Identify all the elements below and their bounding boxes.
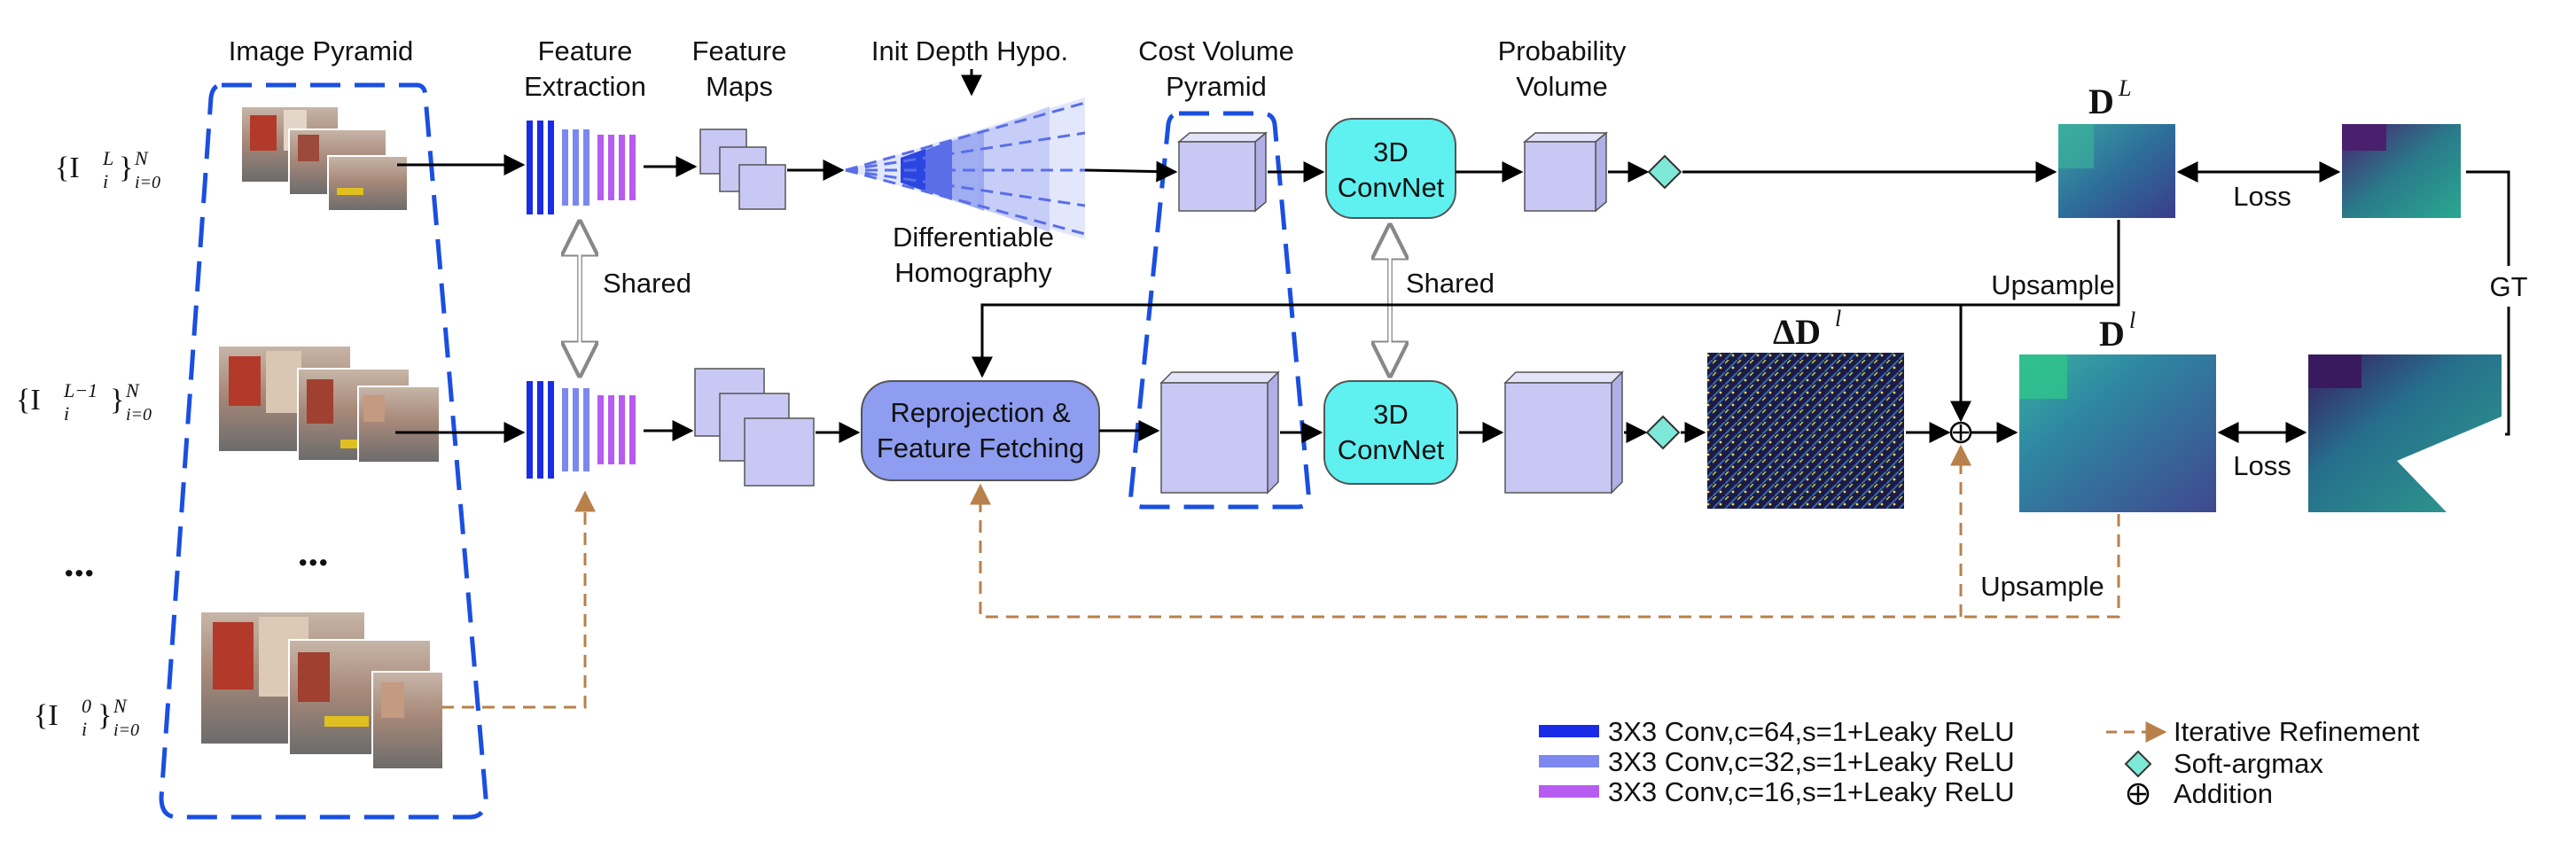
svg-text:}: } [110,384,124,417]
probability-volume-label-2: Volume [1516,71,1607,102]
depth-Dl-sup: l [2129,308,2135,333]
svg-text:N: N [113,695,128,717]
svg-text:{I: {I [16,384,41,417]
svg-text:i=0: i=0 [126,405,152,424]
residual-depth-sup: l [1835,306,1841,331]
probability-volume-top [1522,131,1609,213]
soft-argmax-diamond-icon-bottom [1645,415,1681,450]
shared-label-left: Shared [603,268,691,299]
svg-text:}: } [119,152,133,184]
legend-swatch-conv64 [1539,725,1599,737]
svg-text:Feature Fetching: Feature Fetching [877,432,1084,463]
addition-circled-plus-icon [1949,421,1972,444]
image-stack-level-0 [199,611,444,770]
shared-label-right: Shared [1406,268,1495,299]
image-stack-level-L [240,105,409,212]
depth-DL-label: D [2088,82,2114,121]
legend-circled-plus-icon [2127,783,2150,806]
iterative-refinement-arrows [441,444,2120,709]
svg-text:ConvNet: ConvNet [1338,434,1445,465]
feature-maps-bottom [694,368,815,487]
convnet-3d-top: 3D ConvNet [1325,118,1456,219]
input-level-0-label: {I 0 i } N i=0 [34,695,139,740]
feature-extractor-bottom [527,381,636,479]
input-level-L-minus-1-label: {I L−1 i } N i=0 [16,379,152,424]
upsample-label-bottom: Upsample [1980,571,2104,602]
depth-Dl-label: D [2099,314,2125,354]
cost-volume-dashed-outline [1128,111,1311,510]
probability-volume-label-1: Probability [1498,35,1627,66]
ellipsis-left: ... [64,540,95,585]
cost-volume-label-1: Cost Volume [1138,35,1294,66]
convnet-3d-bottom: 3D ConvNet [1323,380,1458,485]
init-depth-hypo-label: Init Depth Hypo. [871,35,1068,66]
legend-conv64: 3X3 Conv,c=64,s=1+Leaky ReLU [1608,716,2015,747]
image-pyramid-dashed-outline [159,82,488,820]
legend: 3X3 Conv,c=64,s=1+Leaky ReLU 3X3 Conv,c=… [1539,716,2420,809]
depth-hypothesis-frustum [845,97,1086,239]
ellipsis-mid: ... [298,529,329,574]
image-pyramid-label: Image Pyramid [229,35,413,66]
svg-text:0: 0 [82,695,91,717]
svg-text:i=0: i=0 [113,720,139,740]
svg-text:L−1: L−1 [63,379,98,401]
svg-text:i: i [64,402,69,424]
legend-conv32: 3X3 Conv,c=32,s=1+Leaky ReLU [1608,746,2015,777]
feature-extractor-top [527,121,636,214]
soft-argmax-diamond-icon-top [1647,154,1682,190]
svg-text:}: } [98,699,112,732]
legend-conv16: 3X3 Conv,c=16,s=1+Leaky ReLU [1608,776,2015,807]
feature-maps-label-1: Feature [692,35,787,66]
svg-text:{I: {I [55,152,80,184]
upsample-label-top: Upsample [1991,269,2115,300]
svg-text:{I: {I [34,699,59,732]
residual-depth-label: ΔD [1773,312,1821,352]
legend-swatch-conv16 [1539,785,1599,798]
svg-text:3D: 3D [1373,399,1409,430]
svg-text:i=0: i=0 [135,173,160,192]
svg-text:L: L [102,147,113,169]
diff-homography-label-1: Differentiable [893,222,1054,253]
input-level-L-label: {I L i } N i=0 [55,147,160,192]
cost-volume-top [1176,131,1268,213]
legend-swatch-conv32 [1539,755,1599,767]
svg-text:ConvNet: ConvNet [1338,172,1445,203]
feature-maps-label-2: Maps [706,71,773,102]
feature-extraction-label-2: Extraction [524,71,646,102]
svg-text:i: i [103,170,108,192]
svg-text:N: N [134,147,149,169]
loss-label-bottom: Loss [2233,450,2291,481]
diff-homography-label-2: Homography [894,257,1052,288]
feature-extraction-label-1: Feature [538,35,633,66]
gt-label: GT [2489,271,2527,302]
cost-volume-bottom [1159,370,1280,495]
legend-softargmax: Soft-argmax [2174,748,2323,779]
svg-text:N: N [125,379,140,401]
reprojection-feature-fetching-block: Reprojection & Feature Fetching [861,380,1100,481]
svg-text:3D: 3D [1373,136,1409,167]
legend-iterative: Iterative Refinement [2174,716,2420,747]
loss-label-top: Loss [2233,181,2291,212]
image-stack-level-L-minus-1 [217,345,441,463]
svg-text:i: i [82,718,87,740]
probability-volume-bottom [1503,370,1624,495]
feature-maps-top [699,129,786,210]
cost-volume-label-2: Pyramid [1166,71,1267,102]
legend-diamond-icon [2124,750,2152,778]
depth-DL-sup: L [2118,75,2131,101]
svg-text:Reprojection &: Reprojection & [890,397,1071,428]
residual-depth-map [1707,353,1904,509]
legend-addition: Addition [2174,778,2273,809]
